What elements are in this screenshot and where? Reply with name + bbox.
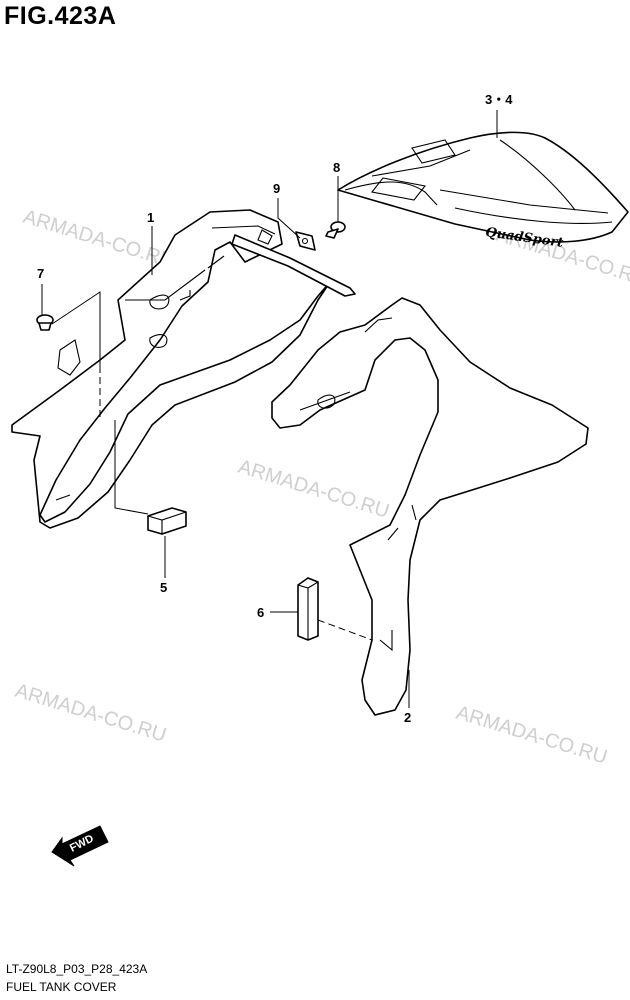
figure-code: LT-Z90L8_P03_P28_423A — [6, 962, 148, 976]
part-screw-8[interactable] — [325, 221, 346, 239]
watermark-5: ARMADA-CO.RU — [454, 702, 610, 769]
callout-6[interactable]: 6 — [257, 605, 264, 620]
part-cover-right-2[interactable] — [271, 297, 589, 716]
callout-5[interactable]: 5 — [160, 580, 167, 595]
watermark-4: ARMADA-CO.RU — [13, 680, 169, 747]
figure-caption: FUEL TANK COVER — [6, 980, 117, 994]
part-rivet-7[interactable] — [36, 314, 54, 331]
callout-3-4[interactable]: 3・4 — [485, 92, 513, 107]
part-cushion-5[interactable] — [147, 507, 187, 535]
callout-9[interactable]: 9 — [273, 181, 280, 196]
watermark-3: ARMADA-CO.RU — [236, 456, 392, 523]
callout-2[interactable]: 2 — [404, 710, 411, 725]
callout-1[interactable]: 1 — [147, 210, 154, 225]
fwd-arrow-icon: FWD — [51, 825, 109, 867]
callout-7[interactable]: 7 — [37, 266, 44, 281]
part-clip-9[interactable] — [295, 231, 316, 251]
leader-lines — [41, 110, 498, 708]
part-decal-3-4[interactable]: QuadSport — [337, 131, 629, 251]
part-cushion-6[interactable] — [297, 577, 319, 641]
figure-title: FIG.423A — [4, 2, 117, 30]
part-cover-left-1[interactable] — [11, 209, 331, 529]
callouts: 1 3・4 9 8 7 5 6 2 — [37, 92, 513, 725]
part-cover-left-strap — [231, 234, 356, 297]
callout-8[interactable]: 8 — [333, 160, 340, 175]
